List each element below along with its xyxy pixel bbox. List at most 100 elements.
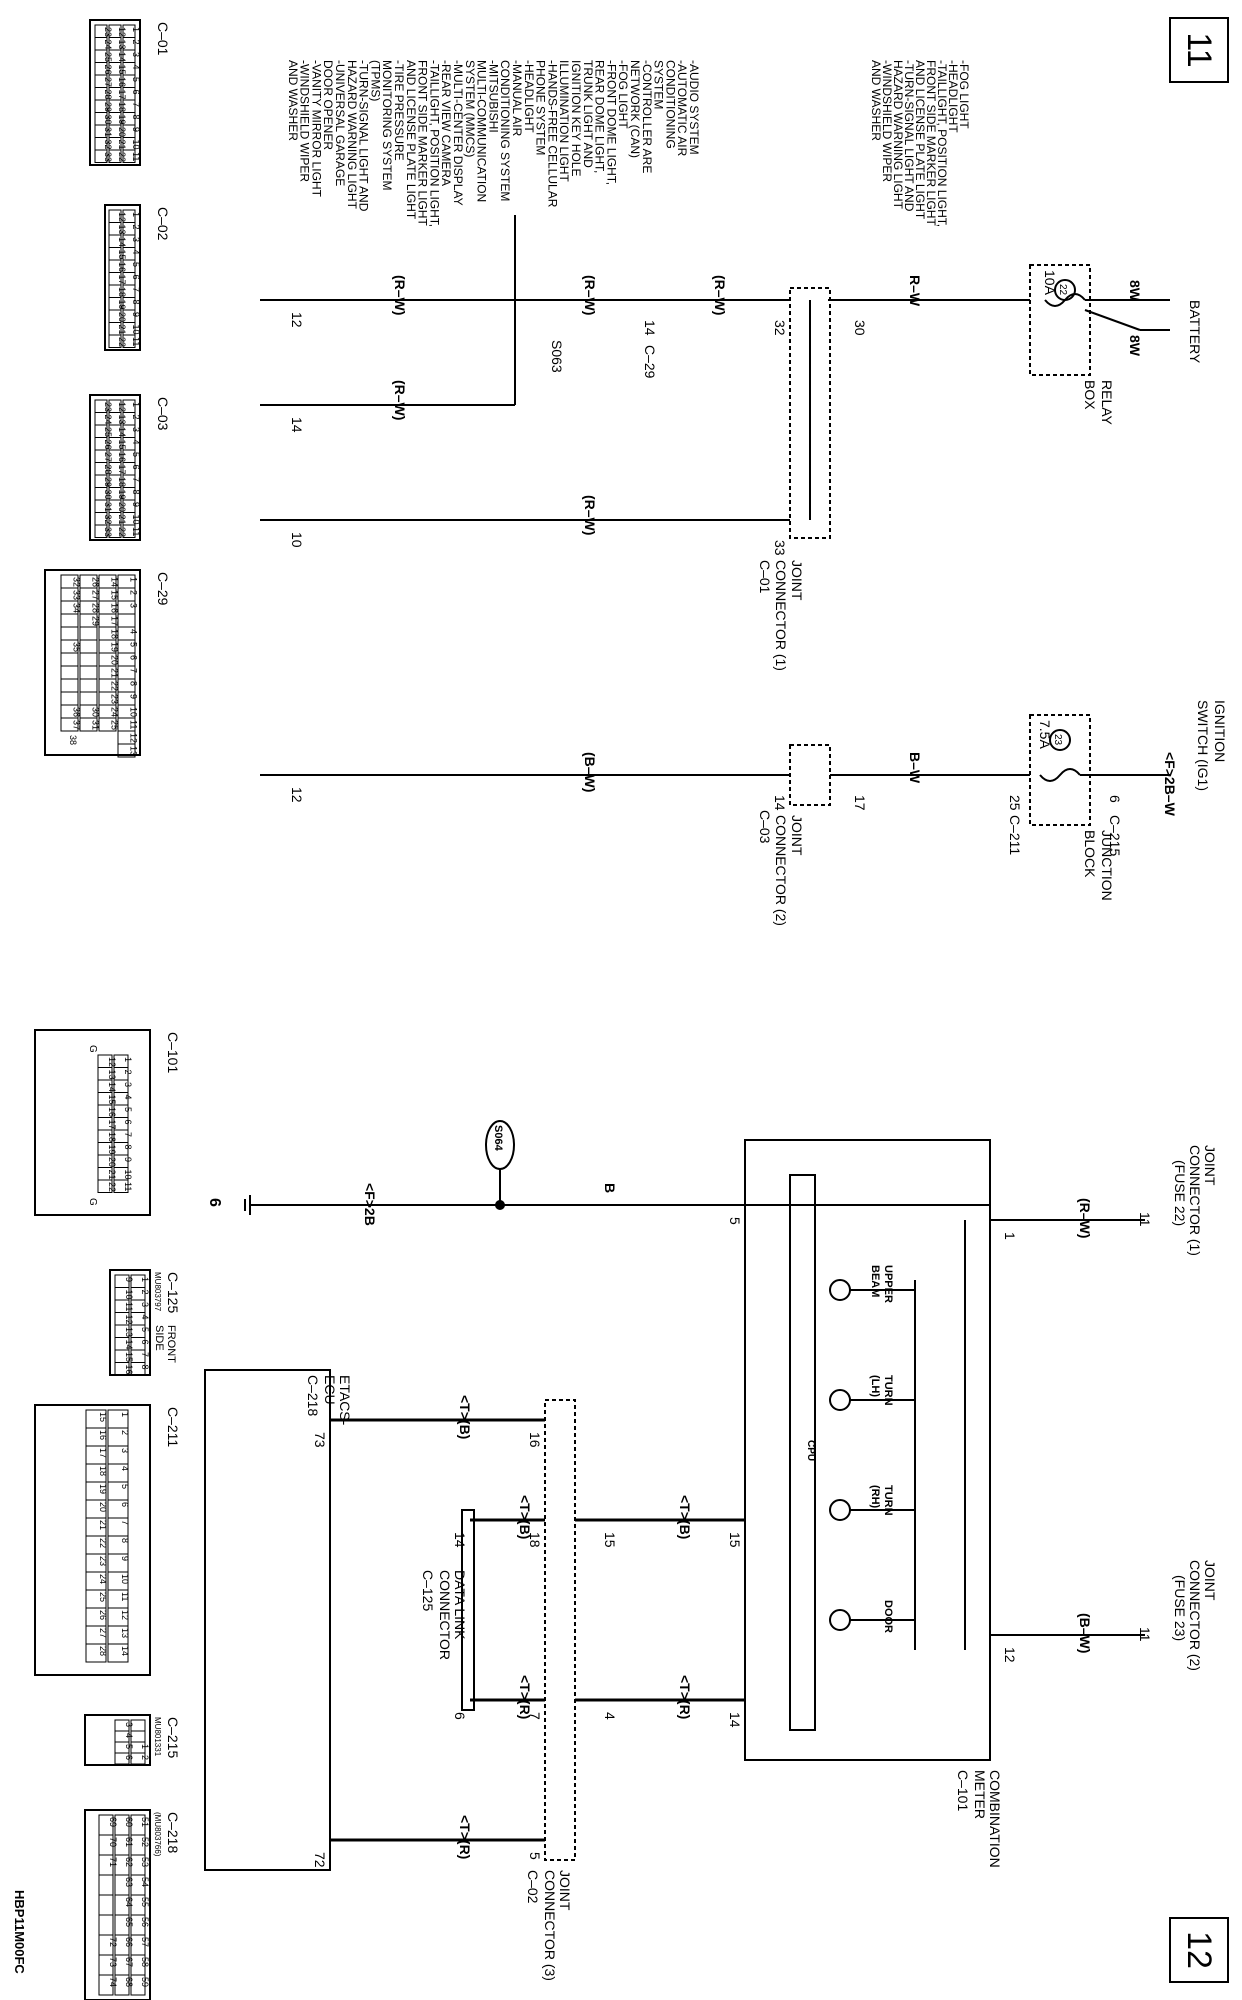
pin-number: 8 (120, 1538, 130, 1543)
fuse22-symbol (1044, 293, 1086, 307)
pin-cell (60, 678, 79, 693)
pin-number: 34 (72, 603, 82, 613)
pin-number: 19 (117, 300, 127, 310)
pin-number: 24 (103, 415, 113, 425)
wire-rw-par-1: (R–W) (712, 275, 728, 315)
pin-cell (108, 149, 122, 163)
bwire-tr1: <T>(R) (677, 1675, 693, 1719)
pin-number: 27 (103, 77, 113, 87)
load-list-item: -TURN-SIGNAL LIGHT AND (357, 60, 371, 212)
pin-number: 9 (120, 1556, 130, 1561)
branch-load-list: -AUDIO SYSTEM-AUTOMATIC AIR CONDITIONING… (286, 60, 701, 227)
load-list-item: -REAR VIEW CAMERA (439, 60, 453, 186)
ground-number: 6 (206, 1198, 223, 1207)
jpin-4: 4 (602, 1712, 618, 1720)
pin-number: 31 (103, 127, 113, 137)
pin-number: 21 (117, 515, 127, 525)
pin-number: 4 (123, 1095, 133, 1100)
pin-number: 64 (124, 1897, 134, 1907)
ref-14: 14 (289, 417, 305, 433)
bwire-tb3: <T>(B) (457, 1395, 473, 1439)
bwire-rw: (R–W) (1077, 1198, 1093, 1238)
fuse23-symbol (1039, 768, 1081, 782)
pin-number: 5 (129, 642, 139, 647)
pin-number: 16 (117, 262, 127, 272)
bwire-tr3: <T>(R) (457, 1815, 473, 1859)
pin-number: 16 (124, 1365, 134, 1375)
pin-cell (79, 678, 98, 693)
pin-number: 14 (120, 1646, 130, 1656)
pin-number: 7 (120, 1520, 130, 1525)
pin-number: 54 (140, 1877, 150, 1887)
c03-outline (89, 394, 141, 541)
pin-17: 17 (852, 795, 868, 811)
pin-number: 7 (131, 477, 141, 482)
pin-number: 62 (124, 1857, 134, 1867)
pin-number: 9 (124, 1277, 134, 1282)
load-list-item: -TURN-SIGNAL LIGHT AND (902, 60, 916, 212)
load-list-item: FRONT SIDE MARKER LIGHT (924, 60, 938, 226)
relay-box (1029, 264, 1091, 376)
pin-cell (117, 613, 136, 628)
joint-connector-2-box (789, 744, 831, 806)
c101-outline (34, 1029, 151, 1216)
pin-number: 11 (131, 152, 141, 161)
pin-number: 14 (110, 577, 120, 587)
pin-number: 10 (124, 1290, 134, 1300)
pin-number: 12 (117, 402, 127, 412)
pin-number: 5 (120, 1484, 130, 1489)
pin-number: 24 (98, 1574, 108, 1584)
pin-number: 10 (131, 325, 141, 335)
c125-title: C–125 (165, 1272, 181, 1313)
load-list-item: DOOR OPENER (321, 60, 335, 150)
pin-number: 1 (131, 402, 141, 407)
load-list-item: -CONTROLLER ARE (640, 60, 654, 173)
pin-number: 3 (140, 1302, 150, 1307)
jc2-label-1: JOINT (789, 815, 805, 856)
wire-rw-par-5: (R–W) (582, 495, 598, 535)
load-list-item: -MULTI-CENTER DISPLAY (451, 60, 465, 206)
pin-number: 3 (124, 1722, 134, 1727)
pin-number: 12 (117, 212, 127, 222)
pin-cell (94, 524, 108, 538)
wire-rw-par-4: (R–W) (392, 380, 408, 420)
load-list-item: -TAILLIGHT, POSITION LIGHT, (427, 60, 441, 227)
jc3-label-1: JOINT (557, 1870, 573, 1911)
fuse22-load-list: -FOG LIGHT-HEADLIGHT-TAILLIGHT, POSITION… (869, 60, 971, 227)
wire-battery-b (1084, 309, 1141, 331)
pin-number: 29 (103, 477, 113, 487)
pin-number: 33 (72, 590, 82, 600)
pin-number: 4 (129, 629, 139, 634)
pin-number: 11 (131, 527, 141, 536)
door-label: DOOR (882, 1600, 894, 1633)
load-list-item: REAR DOME LIGHT, (593, 60, 607, 173)
tag-c211: C–211 (1007, 815, 1023, 855)
pin-number: 2 (120, 1430, 130, 1435)
turn-rh-label-2: (RH) (869, 1485, 881, 1509)
c125-note-1: FRONT (165, 1325, 177, 1363)
load-list-item: -HANDS-FREE CELLULAR (545, 60, 559, 208)
jpin-5: 5 (527, 1852, 543, 1860)
pin-number: 1 (131, 212, 141, 217)
pin-number: 13 (124, 1327, 134, 1337)
pin-number: 26 (103, 65, 113, 75)
dlc-tag: C–125 (420, 1570, 436, 1611)
pin-number: 22 (117, 337, 127, 347)
c215-part: MU801331 (153, 1717, 162, 1757)
c03-title: C–03 (155, 397, 171, 431)
pin-number: 57 (140, 1937, 150, 1947)
pin-number: 21 (110, 668, 120, 678)
pin-number: 15 (107, 1095, 117, 1105)
pin-cell (60, 652, 79, 667)
pin-number: 56 (140, 1917, 150, 1927)
pin-number: 12 (117, 27, 127, 37)
c218-part: (MU803766) (153, 1812, 162, 1857)
pin-number: 2 (131, 415, 141, 420)
pin-number: 28 (103, 90, 113, 100)
pin-number: 35 (72, 642, 82, 652)
pin-number: 5 (131, 77, 141, 82)
load-list-item: AND LICENSE PLATE LIGHT (404, 60, 418, 220)
pin-number: 10 (131, 140, 141, 150)
pin-cell (130, 1974, 146, 1996)
pin-number: 31 (103, 502, 113, 512)
